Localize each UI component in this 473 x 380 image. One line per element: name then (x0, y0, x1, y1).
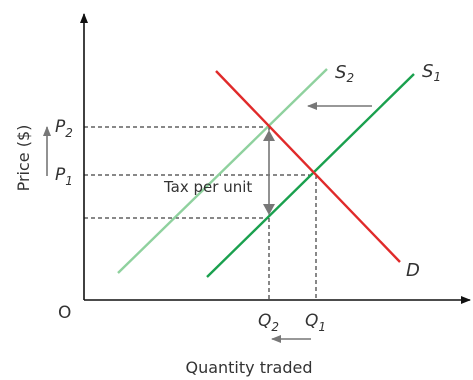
label-s2: S2 (335, 62, 354, 85)
label-q1: Q1 (305, 311, 326, 334)
origin-label: O (58, 303, 71, 323)
tax-per-unit-label: Tax per unit (163, 178, 252, 196)
x-axis-title: Quantity traded (185, 358, 312, 377)
supply-curve-s2 (117, 68, 328, 274)
label-q2: Q2 (258, 311, 279, 334)
y-axis-title: Price ($) (14, 125, 33, 192)
tax-arrow-head-up (263, 130, 275, 141)
tax-arrow-head-down (263, 204, 275, 215)
label-p1: P1 (55, 165, 73, 188)
supply-curve-s1 (206, 73, 415, 278)
label-s1: S1 (422, 61, 441, 84)
label-d: D (406, 260, 420, 281)
demand-curve (215, 70, 401, 263)
label-p2: P2 (55, 117, 73, 140)
